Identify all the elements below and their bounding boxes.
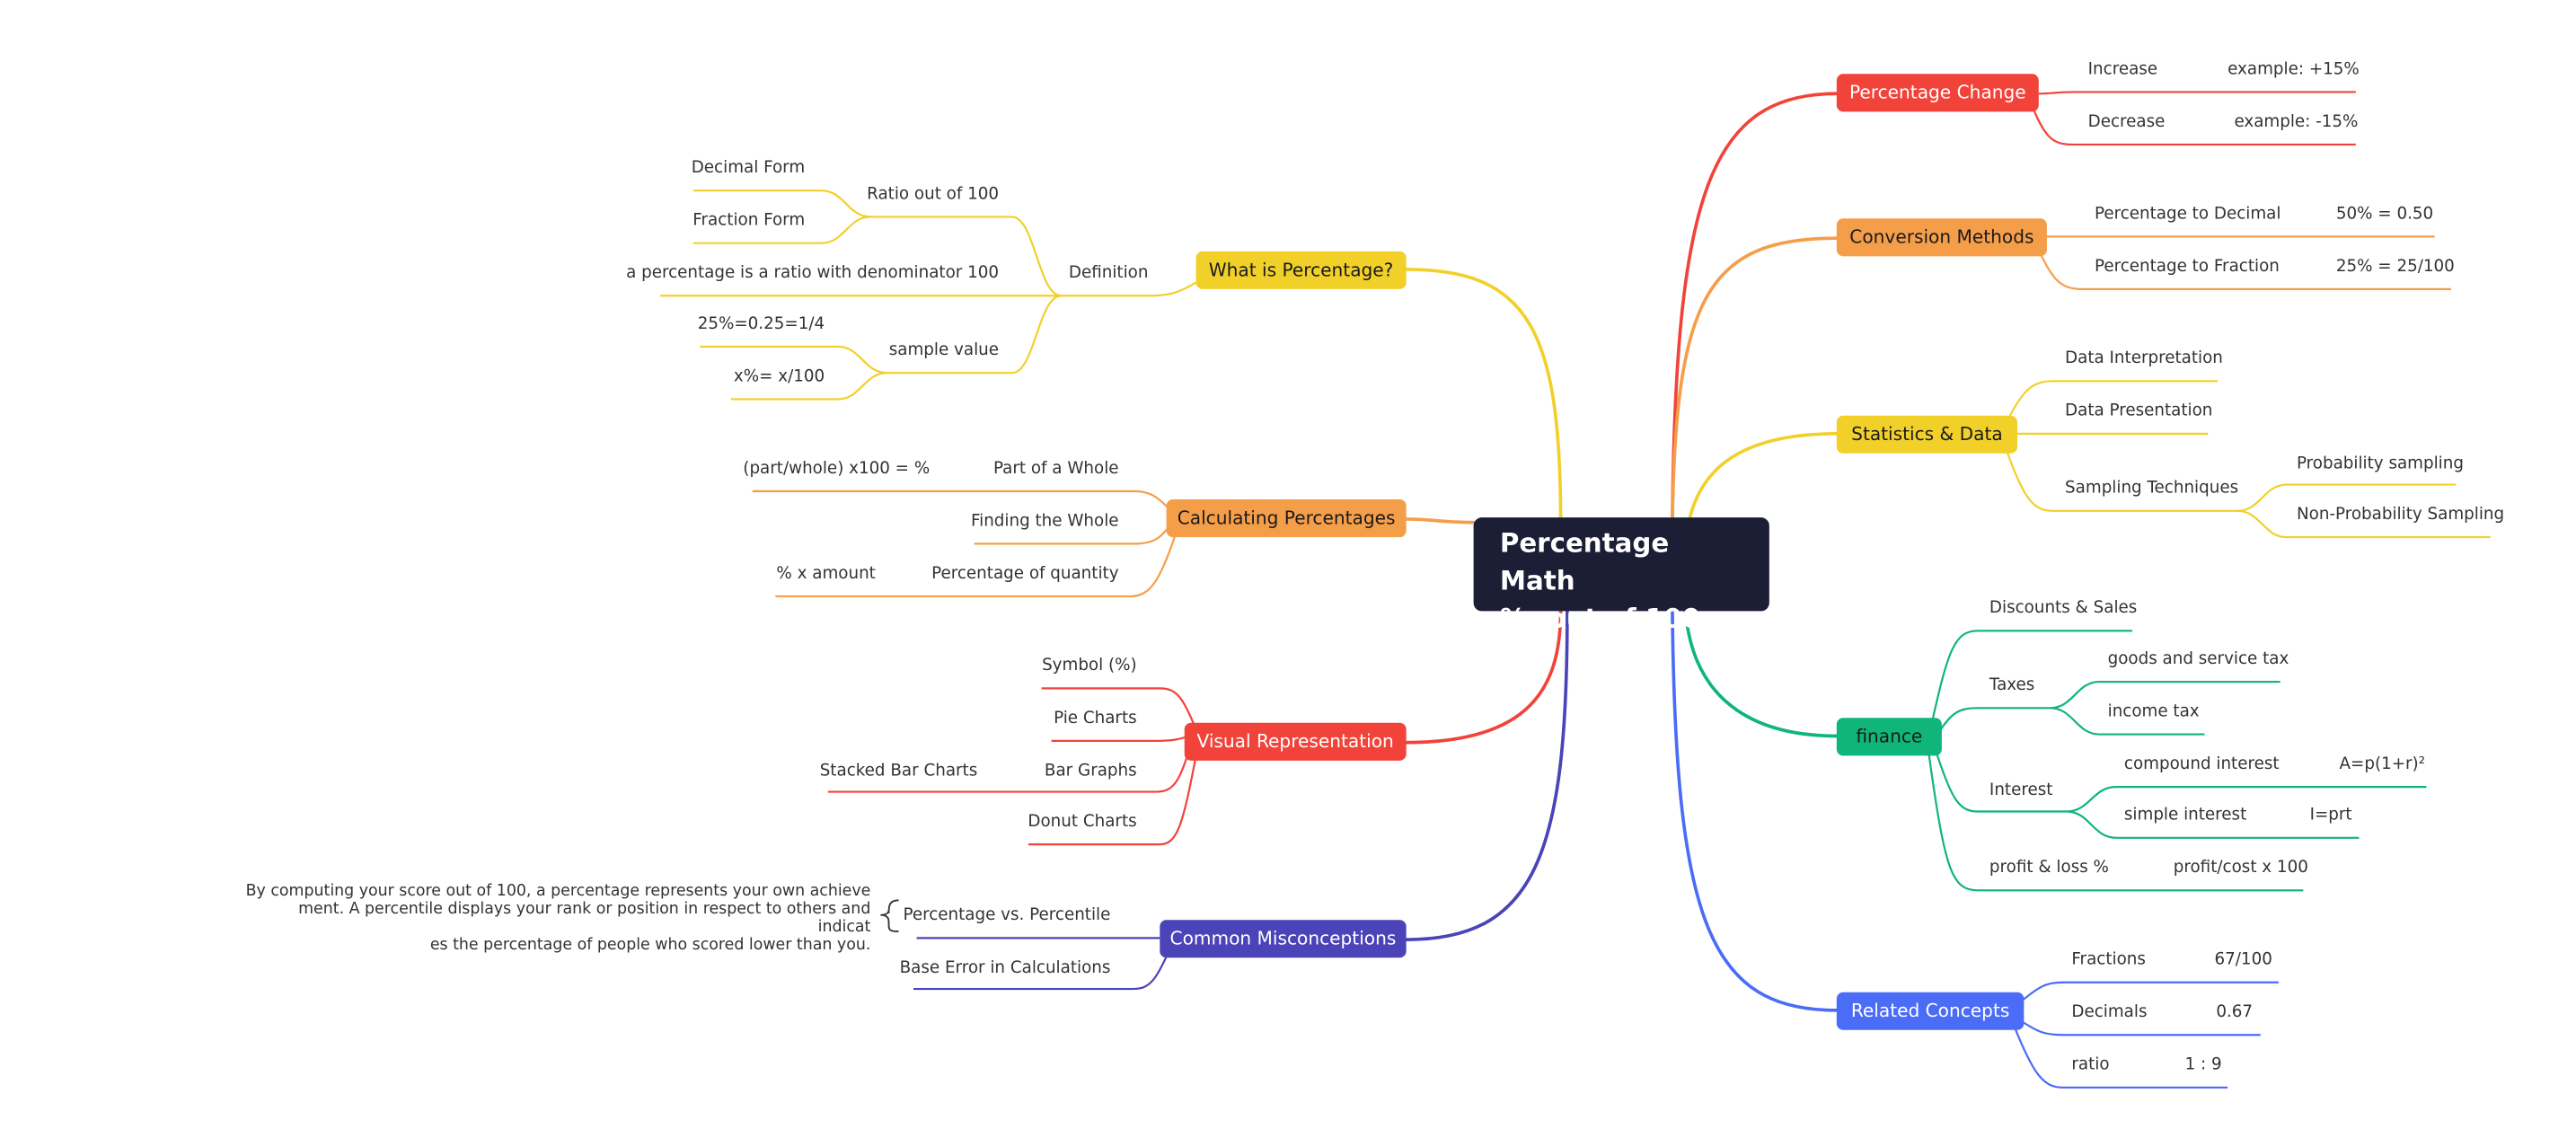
node-part-of-whole[interactable]: Part of a Whole: [992, 460, 1119, 479]
node-percentage-of-quantity[interactable]: Percentage of quantity: [931, 565, 1119, 584]
node-simple-formula[interactable]: I=prt: [2309, 807, 2352, 825]
note-line-3: indicat: [817, 918, 871, 937]
node-discounts-sales[interactable]: Discounts & Sales: [1989, 599, 2138, 618]
link-calculating: [1404, 517, 1476, 525]
node-data-presentation[interactable]: Data Presentation: [2065, 402, 2213, 421]
node-taxes[interactable]: Taxes: [1989, 676, 2035, 695]
node-decrease[interactable]: Decrease: [2087, 113, 2166, 132]
topic-what-is-percentage-label: What is Percentage?: [1208, 259, 1394, 281]
node-fractions-value[interactable]: 67/100: [2214, 950, 2272, 970]
node-increase-example[interactable]: example: +15%: [2228, 60, 2360, 79]
node-percentage-to-decimal-value[interactable]: 50% = 0.50: [2335, 205, 2434, 224]
node-percentage-to-fraction[interactable]: Percentage to Fraction: [2094, 258, 2280, 277]
note-percentile: By computing your score out of 100, a pe…: [246, 882, 871, 954]
root-subtitle: %=out of 100: [1499, 603, 1700, 634]
root-title: Percentage Math: [1499, 527, 1670, 596]
node-fractions[interactable]: Fractions: [2071, 950, 2146, 970]
topic-related-concepts-label: Related Concepts: [1850, 1000, 2010, 1022]
node-pie-charts[interactable]: Pie Charts: [1054, 710, 1137, 728]
link-statistics: [1687, 432, 1839, 525]
node-percentage-vs-percentile[interactable]: Percentage vs. Percentile: [903, 906, 1111, 925]
topic-common-misconceptions-label: Common Misconceptions: [1169, 928, 1397, 950]
node-simple-interest[interactable]: simple interest: [2123, 807, 2247, 825]
node-non-probability-sampling[interactable]: Non-Probability Sampling: [2296, 506, 2505, 525]
topic-percentage-change-label: Percentage Change: [1848, 82, 2026, 104]
node-sample-value[interactable]: sample value: [888, 341, 1000, 360]
node-ratio[interactable]: ratio: [2071, 1056, 2110, 1075]
node-decimals-value[interactable]: 0.67: [2216, 1003, 2254, 1022]
link-percentage-change: [1671, 92, 1839, 525]
link-finance: [1683, 609, 1839, 738]
root-topic[interactable]: Percentage Math %=out of 100: [1473, 517, 1769, 634]
topic-visual-representation[interactable]: Visual Representation: [1184, 722, 1407, 761]
node-compound-interest[interactable]: compound interest: [2123, 755, 2280, 774]
node-probability-sampling[interactable]: Probability sampling: [2296, 454, 2464, 473]
node-base-error[interactable]: Base Error in Calculations: [899, 959, 1111, 978]
link-conversion-methods: [1671, 236, 1839, 525]
node-ratio-statement[interactable]: a percentage is a ratio with denominator…: [626, 264, 1000, 283]
node-quantity-formula[interactable]: % x amount: [776, 565, 876, 584]
topic-conversion-methods-label: Conversion Methods: [1849, 226, 2034, 249]
link-related: [1671, 609, 1839, 1012]
node-data-interpretation[interactable]: Data Interpretation: [2065, 349, 2223, 368]
node-symbol[interactable]: Symbol (%): [1042, 657, 1137, 675]
topic-percentage-change[interactable]: Percentage Change: [1836, 74, 2039, 112]
node-decimal-form[interactable]: Decimal Form: [691, 159, 806, 178]
topic-what-is-percentage[interactable]: What is Percentage?: [1195, 251, 1407, 289]
link-misconceptions: [1404, 609, 1569, 942]
node-compound-formula[interactable]: A=p(1+r)²: [2339, 755, 2426, 774]
node-part-formula[interactable]: (part/whole) x100 = %: [743, 460, 931, 479]
node-donut-charts[interactable]: Donut Charts: [1028, 813, 1137, 832]
note-line-4: es the percentage of people who scored l…: [429, 936, 871, 955]
node-goods-service-tax[interactable]: goods and service tax: [2107, 650, 2289, 669]
topic-statistics-label: Statistics & Data: [1851, 423, 2003, 445]
node-bar-graphs[interactable]: Bar Graphs: [1044, 762, 1137, 781]
node-profit-loss[interactable]: profit & loss %: [1989, 859, 2109, 878]
node-ratio-out-of-100[interactable]: Ratio out of 100: [867, 185, 1000, 204]
node-sample-1[interactable]: 25%=0.25=1/4: [697, 315, 825, 334]
node-percentage-to-fraction-value[interactable]: 25% = 25/100: [2335, 258, 2455, 277]
node-ratio-value[interactable]: 1 : 9: [2184, 1056, 2222, 1075]
topic-related-concepts[interactable]: Related Concepts: [1836, 992, 2025, 1030]
node-sampling-techniques[interactable]: Sampling Techniques: [2065, 480, 2239, 498]
link-what-is: [1404, 268, 1563, 525]
note-brace: [880, 899, 899, 932]
link-visual: [1404, 609, 1563, 745]
note-line-2: ment. A percentile displays your rank or…: [298, 900, 871, 919]
topic-finance[interactable]: finance: [1836, 718, 1942, 756]
node-definition[interactable]: Definition: [1068, 264, 1149, 283]
node-decimals[interactable]: Decimals: [2071, 1003, 2148, 1022]
topic-finance-label: finance: [1856, 726, 1923, 748]
topic-calculating-percentages[interactable]: Calculating Percentages: [1166, 499, 1407, 538]
topic-visual-representation-label: Visual Representation: [1196, 730, 1394, 753]
node-finding-whole[interactable]: Finding the Whole: [970, 512, 1119, 531]
node-income-tax[interactable]: income tax: [2107, 702, 2200, 721]
node-percentage-to-decimal[interactable]: Percentage to Decimal: [2094, 205, 2281, 224]
topic-calculating-percentages-label: Calculating Percentages: [1177, 507, 1396, 529]
node-increase[interactable]: Increase: [2087, 60, 2158, 79]
topic-conversion-methods[interactable]: Conversion Methods: [1836, 218, 2047, 257]
note-line-1: By computing your score out of 100, a pe…: [245, 882, 871, 901]
node-sample-2[interactable]: x%= x/100: [733, 367, 825, 386]
topic-statistics[interactable]: Statistics & Data: [1836, 415, 2018, 454]
topic-common-misconceptions[interactable]: Common Misconceptions: [1160, 920, 1407, 958]
node-fraction-form[interactable]: Fraction Form: [693, 211, 806, 231]
node-profit-formula[interactable]: profit/cost x 100: [2173, 859, 2308, 878]
node-stacked-bar-charts[interactable]: Stacked Bar Charts: [819, 762, 978, 781]
node-decrease-example[interactable]: example: -15%: [2234, 113, 2359, 132]
node-interest[interactable]: Interest: [1989, 781, 2053, 800]
